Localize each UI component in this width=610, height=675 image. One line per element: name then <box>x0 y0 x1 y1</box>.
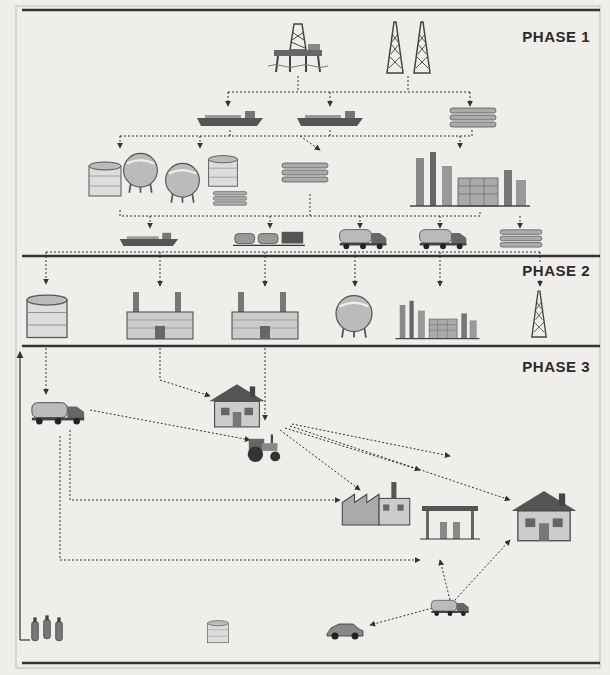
phase-label: PHASE 1 <box>520 28 592 45</box>
phase-label: PHASE 2 <box>520 262 592 279</box>
phase-label: PHASE 3 <box>520 358 592 375</box>
